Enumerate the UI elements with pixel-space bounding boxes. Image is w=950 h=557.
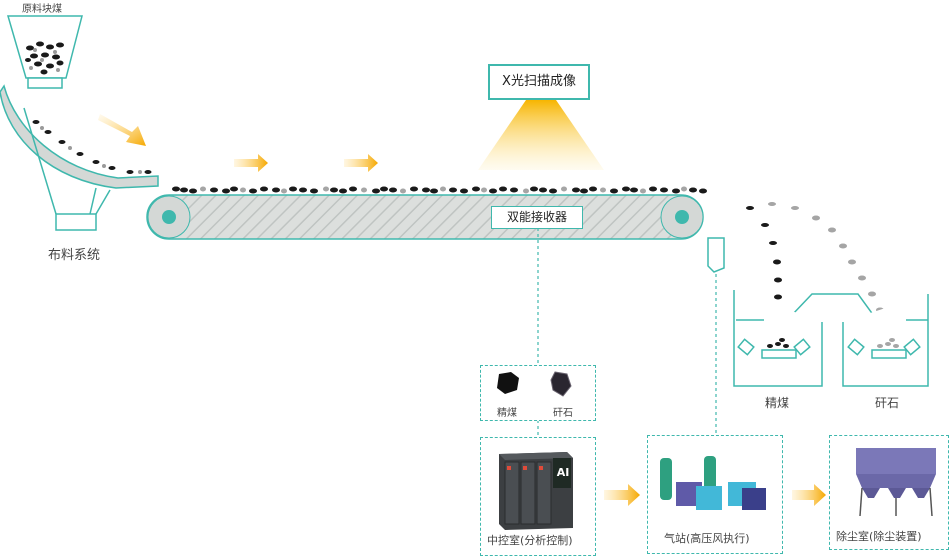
flow-arrow-diagonal [98,114,146,146]
gangue-lump [681,186,687,192]
flow-arrow-1 [234,154,268,172]
xray-imaging-label: X光扫描成像 [488,64,590,100]
xray-beam [478,100,604,170]
clean-coal-bin-label: 精煤 [765,396,790,410]
coal-lump [180,187,188,193]
coal-lump [249,188,257,194]
coal-lump [689,187,697,193]
coal-lump [672,188,680,194]
gangue-lump [240,187,246,193]
gangue-lump [400,188,406,194]
coal-lump [499,186,507,192]
signal-lines [537,228,717,437]
coal-lump [372,188,380,194]
coal-lump [610,188,618,194]
coal-lump [389,187,397,193]
coal-lump [699,188,707,194]
belt-coal-stream [172,186,707,194]
gangue-lump [281,188,287,194]
coal-lump [289,186,297,192]
gangue-lump [640,188,646,194]
distribution-system-label: 布料系统 [48,248,101,263]
coal-lump [622,186,630,192]
dust-room-label: 除尘室(除尘装置) [836,530,922,543]
clean-coal-sample-icon [497,372,519,394]
gangue-lump [561,186,567,192]
flow-arrow-3 [604,484,640,506]
left-roller [162,210,176,224]
air-compressor-icon [660,456,766,510]
flow-arrow-2 [344,154,378,172]
coal-lump [230,186,238,192]
control-room-label: 中控室(分析控制) [487,534,573,547]
coal-lump [649,186,657,192]
coal-lump [210,187,218,193]
coal-lump [460,188,468,194]
gangue-lump [323,186,329,192]
coal-lump [410,186,418,192]
coal-lump [189,188,197,194]
sample-gangue-label: 矸石 [553,408,573,419]
coal-lump [422,187,430,193]
coal-lump [530,186,538,192]
coal-lump [630,187,638,193]
air-nozzle [707,237,725,273]
control-cabinet-icon [499,452,573,530]
dust-collector-icon [856,448,936,517]
coal-lump [510,187,518,193]
coal-lump [330,187,338,193]
coal-lump [299,187,307,193]
coal-lump [449,187,457,193]
coal-lump [172,186,180,192]
gangue-lump [200,186,206,192]
gangue-lump [523,188,529,194]
coal-lump [472,186,480,192]
ai-badge: AI [556,466,570,479]
coal-lump [539,187,547,193]
coal-lump [572,187,580,193]
conveyor-belt [146,194,704,240]
flow-arrow-4 [792,484,826,506]
coal-lump [430,188,438,194]
coal-lump [589,186,597,192]
gangue-lump [481,187,487,193]
coal-lump [310,188,318,194]
sample-icons [497,371,572,397]
control-room-box: AI 中控室(分析控制) [480,437,596,556]
coal-lump [489,188,497,194]
coal-lump [660,187,668,193]
gangue-bin-label: 矸石 [875,396,900,410]
coal-lump [222,188,230,194]
gangue-sample-icon [550,371,572,397]
coal-lump [349,186,357,192]
gangue-lump [600,187,606,193]
hopper-coal-pile [25,41,64,75]
gangue-lump [440,186,446,192]
coal-lump [380,186,388,192]
coal-lump [260,186,268,192]
distribution-chute [0,84,159,231]
sample-clean-coal-label: 精煤 [497,408,517,419]
sample-legend-box: 精煤 矸石 [480,365,596,421]
dust-room-box: 除尘室(除尘装置) [829,435,949,550]
dual-energy-receiver-label: 双能接收器 [491,206,583,229]
coal-lump [549,188,557,194]
collection-bins [733,290,929,387]
gangue-lump [361,187,367,193]
coal-lump [272,187,280,193]
air-station-label: 气站(高压风执行) [664,532,750,545]
coal-lump [339,188,347,194]
air-station-box: 气站(高压风执行) [647,435,783,554]
raw-coal-label: 原料块煤 [22,4,62,15]
coal-lump [580,188,588,194]
raw-coal-hopper [7,15,83,89]
right-roller [675,210,689,224]
